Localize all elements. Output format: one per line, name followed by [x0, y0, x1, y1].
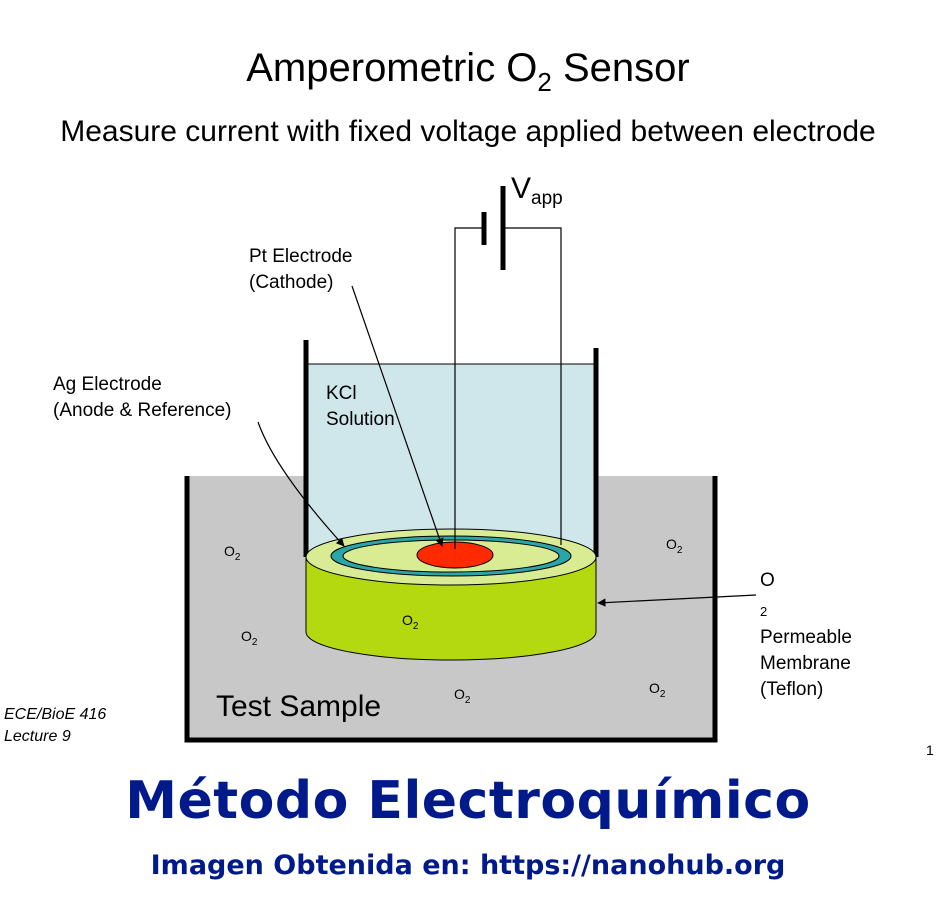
page-number: 1 — [926, 742, 934, 758]
o2-molecule-label: O2 — [402, 612, 419, 632]
page-subtitle: Measure current with fixed voltage appli… — [60, 115, 876, 148]
banner-source: Imagen Obtenida en: https://nanohub.org — [150, 850, 786, 881]
test-sample-label: Test Sample — [216, 690, 382, 723]
o2-molecule-label: O2 — [241, 628, 258, 648]
membrane-arrow — [597, 594, 757, 607]
pt-electrode-label: Pt Electrode (Cathode) — [249, 246, 353, 293]
kcl-solution-fill — [305, 363, 597, 558]
page-title: Amperometric O2 Sensor — [246, 46, 690, 97]
ag-electrode-arrow — [257, 421, 345, 547]
membrane-side — [305, 556, 597, 661]
wire-cathode — [454, 227, 484, 549]
o2-molecule-label: O2 — [454, 686, 471, 706]
test-sample-container — [184, 476, 718, 743]
pt-electrode-arrow — [351, 285, 444, 547]
course-footer: ECE/BioE 416 Lecture 9 — [4, 706, 107, 745]
o2-molecule-label: O2 — [224, 543, 241, 563]
wire-anode — [503, 227, 562, 545]
o2-molecule-label: O2 — [649, 680, 666, 700]
vapp-label: Vapp — [511, 172, 563, 209]
banner-heading: Método Electroquímico — [125, 771, 811, 831]
ag-electrode-label: Ag Electrode (Anode & Reference) — [53, 374, 232, 421]
kcl-solution-label: KCl Solution — [326, 383, 395, 430]
o2-molecule-label: O2 — [666, 536, 683, 556]
